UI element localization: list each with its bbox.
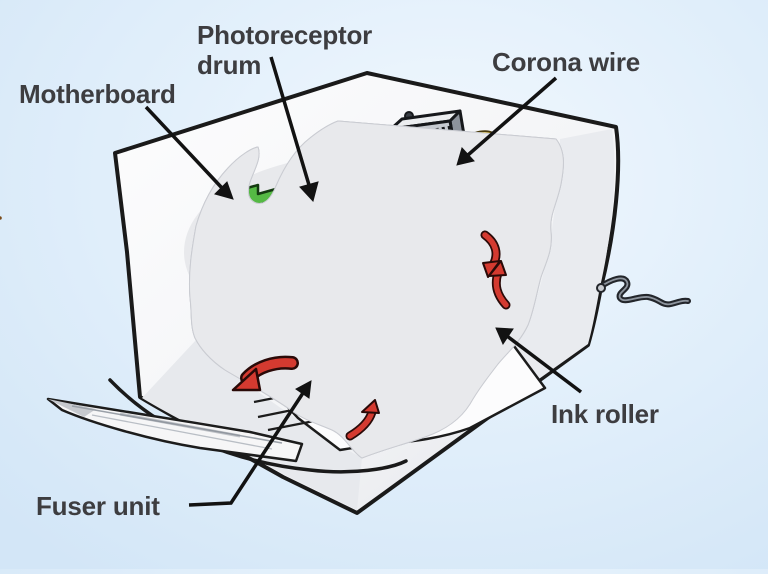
label-ink-roller: Ink roller — [551, 399, 659, 429]
output-paper-graphic — [46, 397, 304, 463]
leader-line-ink-roller — [505, 334, 583, 394]
leader-line-corona-wire — [466, 76, 558, 157]
label-corona-wire: Corona wire — [492, 47, 641, 77]
leader-lines — [144, 56, 583, 507]
leader-line-photoreceptor-drum — [269, 56, 311, 186]
leader-line-fuser-unit — [188, 392, 305, 507]
leader-line-motherboard — [144, 105, 224, 190]
label-motherboard: Motherboard — [19, 79, 176, 109]
label-fuser-unit: Fuser unit — [36, 491, 160, 521]
paper-flow-arrows — [231, 230, 511, 441]
label-photoreceptor-drum: Photoreceptor drum — [197, 20, 372, 80]
label-photoreceptor-drum-line2: drum — [197, 50, 262, 80]
label-photoreceptor-drum-line1: Photoreceptor — [197, 20, 373, 50]
power-cord-graphic — [596, 275, 691, 308]
